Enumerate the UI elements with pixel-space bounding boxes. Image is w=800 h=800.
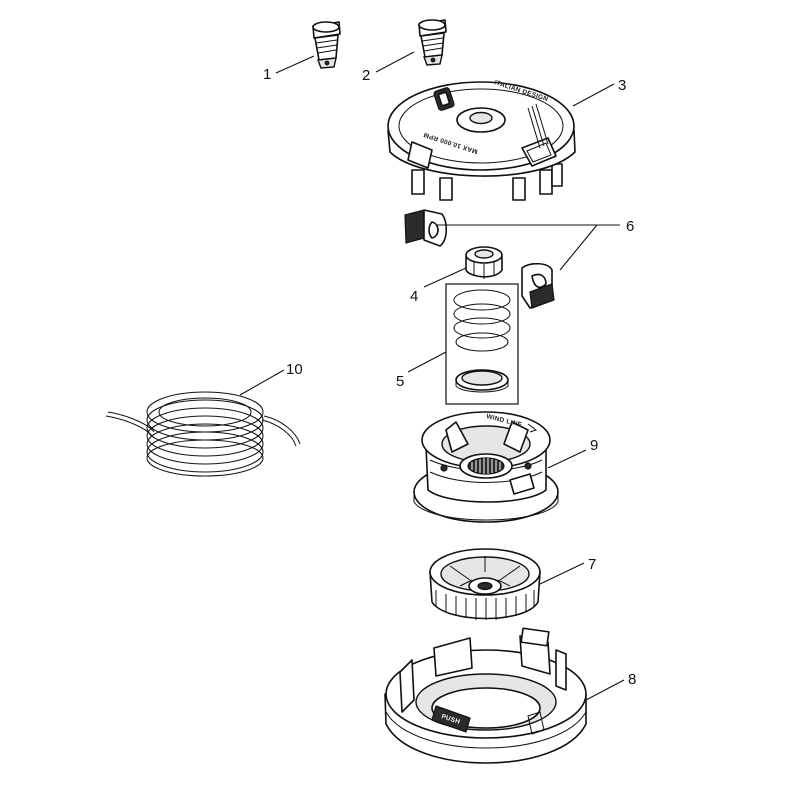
callout-8: 8 <box>585 671 636 701</box>
callout-label-4: 4 <box>410 288 418 305</box>
callout-label-6: 6 <box>626 218 634 235</box>
callout-label-8: 8 <box>628 671 636 688</box>
callout-5: 5 <box>396 351 447 390</box>
part-5-frame <box>445 283 519 405</box>
callout-label-3: 3 <box>618 77 626 94</box>
part-4-nut <box>465 246 503 279</box>
part-9-spool: WIND LINE <box>413 411 559 523</box>
callout-label-5: 5 <box>396 373 404 390</box>
part-1-eyelet <box>312 21 341 69</box>
callout-label-9: 9 <box>590 437 598 454</box>
part-2-eyelet <box>418 19 447 66</box>
part-8-base-housing: PUSH <box>384 627 587 764</box>
part-6-clip-lower <box>521 262 555 309</box>
callout-2: 2 <box>362 51 415 84</box>
callout-7: 7 <box>539 556 596 585</box>
callout-label-7: 7 <box>588 556 596 573</box>
push-button-icon <box>431 705 471 733</box>
callout-10: 10 <box>239 361 303 396</box>
part-5-spring-kit <box>445 283 519 405</box>
spool-arrow-icon <box>527 423 538 433</box>
callout-6: 6 <box>436 218 634 271</box>
part-6-clip-upper <box>404 209 448 247</box>
callout-label-2: 2 <box>362 67 370 84</box>
callout-3: 3 <box>572 77 626 107</box>
callout-label-10: 10 <box>286 361 303 378</box>
callout-1: 1 <box>263 55 315 83</box>
callout-label-1: 1 <box>263 66 271 83</box>
part-10-line-coil <box>105 391 301 477</box>
callout-4: 4 <box>410 267 467 305</box>
callout-9: 9 <box>547 437 598 469</box>
part-7-bump-knob <box>429 548 541 620</box>
part-3-cover: ITALIAN DESIGN MAX 10.000 RPM <box>387 79 576 201</box>
